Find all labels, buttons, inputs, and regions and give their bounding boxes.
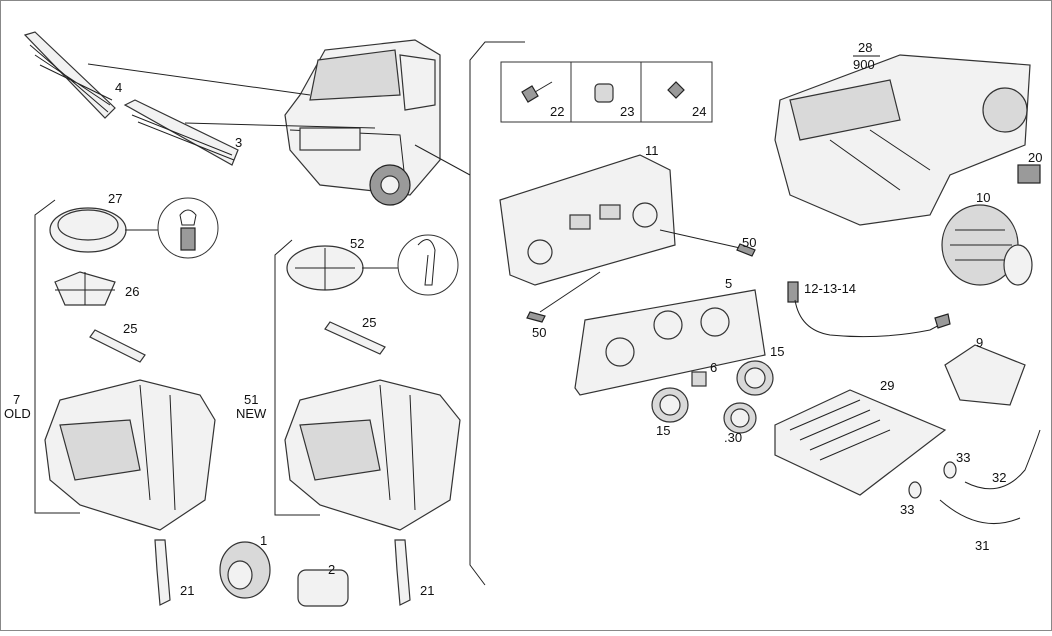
callout-3: 3: [235, 135, 242, 150]
callout-30: .30: [724, 430, 742, 445]
drain-tube-21b: [394, 539, 411, 606]
leader-4: [87, 63, 311, 96]
hose-31: [939, 499, 1021, 525]
strip-25a: [89, 329, 146, 363]
knob-15-right: [736, 360, 774, 396]
callout-51: 51: [244, 392, 258, 407]
bracket-old: [34, 199, 80, 514]
grille-part-4: [23, 31, 116, 119]
bracket-new: [274, 239, 320, 516]
knob-30: [723, 402, 757, 434]
callout-22: 22: [550, 104, 564, 119]
blower-motor-10: [941, 204, 1033, 286]
callout-21-right: 21: [420, 583, 434, 598]
label-new: NEW: [236, 406, 267, 421]
callout-32: 32: [992, 470, 1006, 485]
nut-23: [594, 83, 614, 103]
callout-2: 2: [328, 562, 335, 577]
callout-10: 10: [976, 190, 990, 205]
heater-housing-old: [44, 379, 216, 531]
leader-3: [184, 122, 376, 129]
callout-5: 5: [725, 276, 732, 291]
nozzle-part-1: [219, 541, 271, 599]
strip-25b: [324, 321, 386, 355]
callout-6: 6: [710, 360, 717, 375]
seal-ring-52: [286, 245, 364, 291]
callout-1: 1: [260, 533, 267, 548]
callout-52: 52: [350, 236, 364, 251]
truck-illustration: [284, 39, 471, 206]
filter-mesh-26: [54, 271, 116, 306]
module-9: [944, 344, 1026, 406]
heater-core-29: [774, 389, 947, 496]
drain-tube-21a: [154, 539, 171, 606]
heater-housing-new: [284, 379, 461, 531]
callout-29: 29: [880, 378, 894, 393]
callout-20: 20: [1028, 150, 1042, 165]
callout-50-lower: 50: [532, 325, 546, 340]
callout-12-13-14: 12-13-14: [804, 281, 856, 296]
callout-23: 23: [620, 104, 634, 119]
callout-27: 27: [108, 191, 122, 206]
clip-detail-circle-1: [157, 197, 219, 259]
knob-15-left: [651, 387, 689, 423]
callout-9: 9: [976, 335, 983, 350]
bracket-right: [469, 41, 525, 586]
callout-900: 900: [853, 57, 875, 72]
bulb-50-lower: [526, 311, 546, 323]
callout-25-left: 25: [123, 321, 137, 336]
callout-7: 7: [13, 392, 20, 407]
clip-24: [667, 81, 685, 99]
callout-24: 24: [692, 104, 706, 119]
callout-15-right: 15: [770, 344, 784, 359]
clamp-33-b: [908, 481, 922, 499]
callout-25-right: 25: [362, 315, 376, 330]
faceplate-5: [574, 289, 766, 396]
callout-33-upper: 33: [956, 450, 970, 465]
callout-33-lower: 33: [900, 502, 914, 517]
sensor-cable-12-13-14: [787, 281, 951, 338]
callout-50-upper: 50: [742, 235, 756, 250]
hose-32: [964, 429, 1041, 490]
screw-22: [521, 81, 553, 103]
leader-50-lower: [539, 271, 601, 313]
resistor-20: [1017, 164, 1041, 184]
clamp-33-a: [943, 461, 957, 479]
callout-31: 31: [975, 538, 989, 553]
button-6: [691, 371, 707, 387]
callout-11: 11: [645, 143, 659, 158]
grille-part-3: [123, 99, 239, 166]
leader-50-upper: [659, 229, 741, 249]
callout-28: 28: [858, 40, 872, 55]
seal-ring-27: [49, 207, 127, 253]
callout-15-left: 15: [656, 423, 670, 438]
callout-21-left: 21: [180, 583, 194, 598]
pad-part-2: [297, 569, 349, 607]
bulb-50-upper: [736, 243, 756, 257]
callout-26: 26: [125, 284, 139, 299]
control-panel-11: [499, 154, 676, 286]
label-old: OLD: [4, 406, 31, 421]
clip-detail-circle-2: [397, 234, 459, 296]
heater-assembly-28: [774, 54, 1031, 226]
callout-4: 4: [115, 80, 122, 95]
